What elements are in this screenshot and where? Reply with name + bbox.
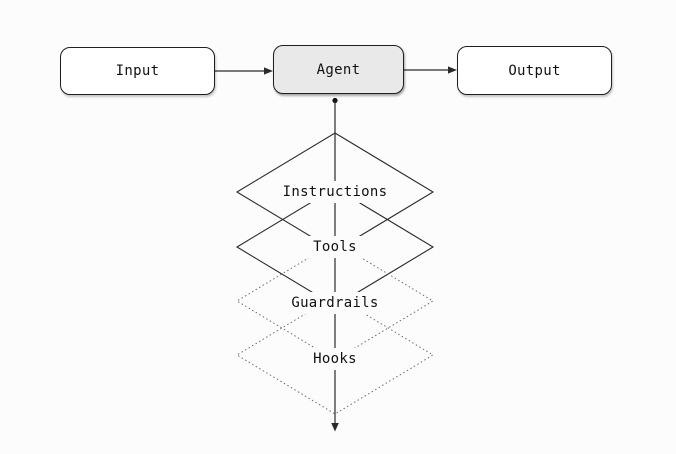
- arrowhead-right-icon: [264, 67, 273, 75]
- layer-label-instructions: Instructions: [274, 181, 396, 203]
- agent-node: Agent: [273, 45, 404, 94]
- input-node: Input: [60, 47, 215, 95]
- input-node-label: Input: [115, 63, 160, 79]
- arrowhead-right-icon: [448, 66, 457, 74]
- output-node-label: Output: [508, 62, 561, 79]
- layer-label-hooks: Hooks: [305, 348, 365, 370]
- layer-label-tools: Tools: [305, 236, 365, 258]
- layer-label-guardrails: Guardrails: [283, 292, 387, 314]
- arrowhead-down-icon: [331, 423, 339, 432]
- agent-node-label: Agent: [316, 61, 361, 78]
- output-node: Output: [457, 46, 612, 95]
